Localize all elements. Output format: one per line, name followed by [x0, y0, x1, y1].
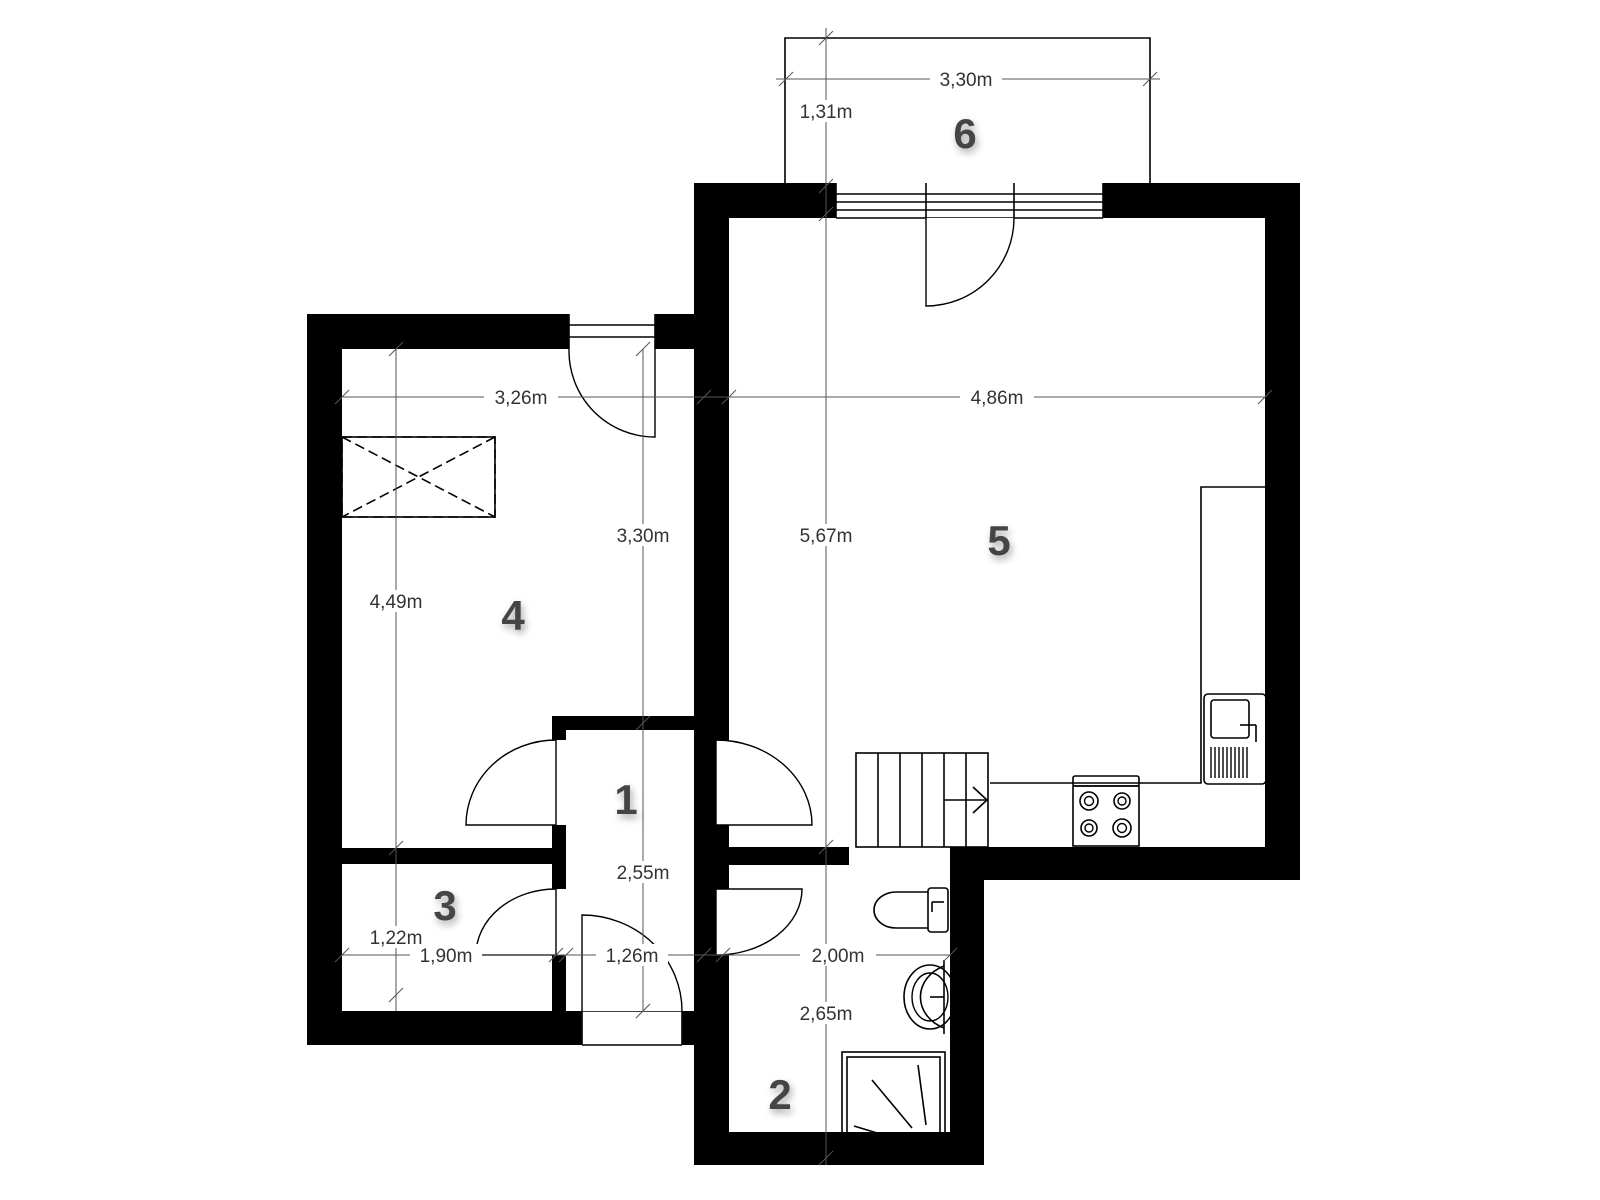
dim-room4-length: 4,49m: [370, 592, 423, 613]
walls: [307, 183, 1300, 1165]
wardrobe-icon: [341, 436, 496, 518]
stairs-icon: [855, 752, 989, 848]
room-labels: 1 2 3 4 5 6: [433, 110, 1010, 1118]
shower-icon: [841, 1051, 946, 1160]
toilet-icon: [873, 887, 949, 933]
room-label-4: 4: [501, 592, 525, 639]
dim-room5-length: 5,67m: [800, 526, 853, 547]
dim-room5-width: 4,86m: [971, 388, 1024, 409]
room4-window: [568, 314, 656, 349]
room-label-3: 3: [433, 882, 456, 929]
sink-icon: [1203, 693, 1267, 785]
dim-bath-length: 2,65m: [800, 1004, 853, 1025]
dim-bath-width: 2,00m: [812, 946, 865, 967]
room-label-1: 1: [614, 776, 637, 823]
washbasin-icon: [903, 960, 957, 1034]
dim-room4-width: 3,26m: [495, 388, 548, 409]
dim-balcony-width: 3,30m: [940, 70, 993, 91]
room-label-2: 2: [768, 1071, 791, 1118]
stove-icon: [1072, 775, 1140, 847]
room-label-5: 5: [987, 517, 1010, 564]
dim-storage-width: 1,90m: [420, 946, 473, 967]
dim-storage-depth: 1,22m: [370, 928, 423, 949]
entrance-opening: [581, 1010, 683, 1046]
kitchen-counter: [990, 486, 1265, 784]
dim-wardrobe-length: 3,30m: [617, 526, 670, 547]
balcony-door-window: [835, 183, 1104, 219]
balcony: [784, 37, 1151, 186]
dimension-labels: 3,30m 1,31m 3,26m 4,86m 4,49m 3,30m 5,67…: [360, 68, 1034, 1025]
dim-hall-length: 2,55m: [617, 863, 670, 884]
dim-hall-width: 1,26m: [606, 946, 659, 967]
room-label-6: 6: [953, 110, 976, 157]
dim-balcony-depth: 1,31m: [800, 102, 853, 123]
